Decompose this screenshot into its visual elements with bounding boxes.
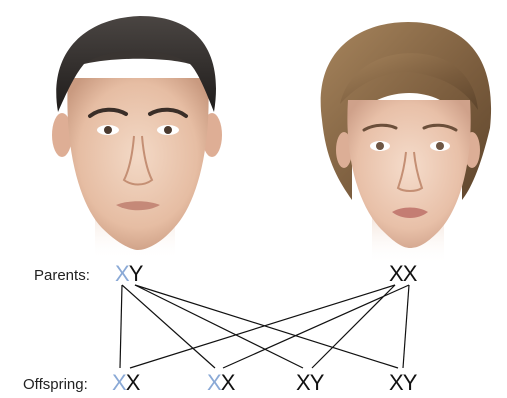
father-x-chromosome-1: X xyxy=(115,261,129,286)
offspring-3-x-chromosome-1: X xyxy=(296,370,310,395)
inheritance-line-8 xyxy=(403,285,409,368)
offspring-2-x-chromosome-1: X xyxy=(207,370,221,395)
offspring-label: Offspring: xyxy=(23,376,88,393)
inheritance-line-4 xyxy=(135,285,398,368)
mother-chromosomes: XX xyxy=(389,261,416,287)
offspring-3-chromosomes: XY xyxy=(296,370,323,396)
father-chromosomes: XY xyxy=(115,261,142,287)
offspring-1-x-chromosome-1: X xyxy=(112,370,126,395)
inheritance-line-7 xyxy=(223,285,409,368)
offspring-3-y-chromosome-2: Y xyxy=(310,370,324,395)
inheritance-line-1 xyxy=(120,285,122,368)
inheritance-line-3 xyxy=(135,285,303,368)
offspring-4-x-chromosome-1: X xyxy=(389,370,403,395)
offspring-1-x-chromosome-2: X xyxy=(126,370,140,395)
mother-x-chromosome-1: X xyxy=(389,261,403,286)
offspring-1-chromosomes: XX xyxy=(112,370,139,396)
offspring-4-chromosomes: XY xyxy=(389,370,416,396)
parents-label: Parents: xyxy=(34,267,90,284)
inheritance-line-5 xyxy=(130,285,395,368)
offspring-2-chromosomes: XX xyxy=(207,370,234,396)
father-y-chromosome-2: Y xyxy=(129,261,143,286)
mother-x-chromosome-2: X xyxy=(403,261,417,286)
offspring-4-y-chromosome-2: Y xyxy=(403,370,417,395)
offspring-2-x-chromosome-2: X xyxy=(221,370,235,395)
